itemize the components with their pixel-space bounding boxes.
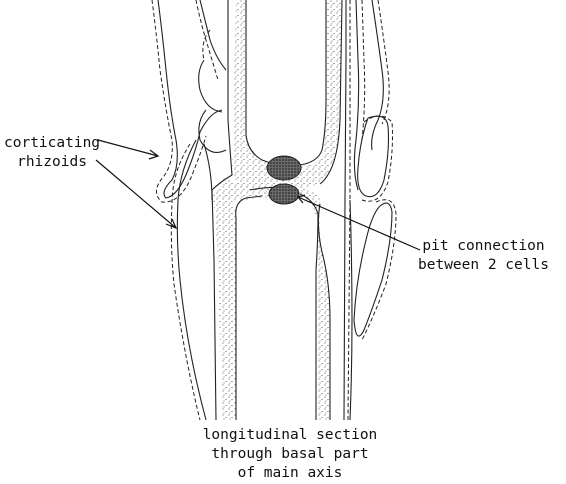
figure-caption: longitudinal section through basal part … (170, 426, 410, 483)
caption-line-2: through basal part (170, 445, 410, 464)
caption-line-1: longitudinal section (170, 426, 410, 445)
pit-label-line-2: between 2 cells (418, 256, 549, 275)
caption-line-3: of main axis (170, 464, 410, 483)
rhizoids-label-line-2: rhizoids (4, 153, 100, 172)
corticating-rhizoids-label: corticating rhizoids (4, 134, 100, 172)
pit-plug-lower (269, 184, 299, 204)
pit-label-line-1: pit connection (418, 237, 549, 256)
pit-plug (267, 156, 301, 180)
right-rhizoids (350, 0, 396, 420)
rhizoids-label-line-1: corticating (4, 134, 100, 153)
pit-connection-label: pit connection between 2 cells (418, 237, 549, 275)
